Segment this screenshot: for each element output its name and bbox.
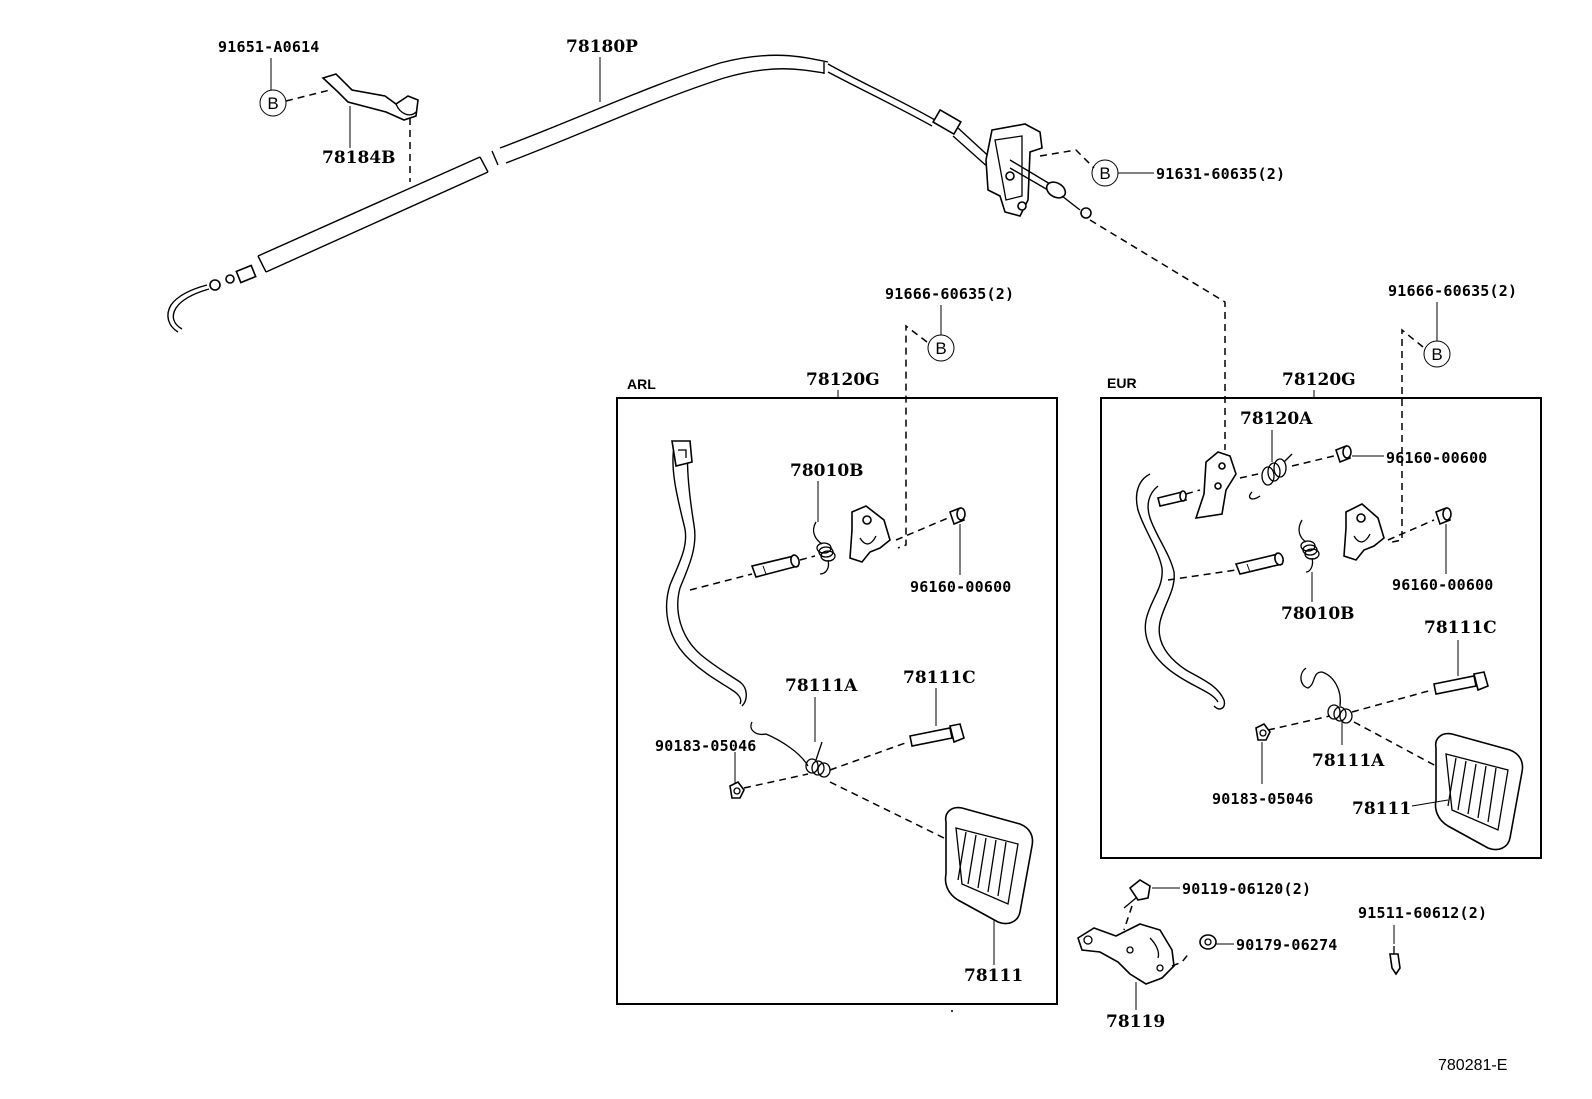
stray-dot [951,1010,953,1012]
label-91511: 91511-60612(2) [1358,904,1487,922]
label-91666-right: 91666-60635(2) [1388,282,1517,300]
pedal-pad-arl [944,806,1034,925]
label-90119: 90119-06120(2) [1182,880,1311,898]
nut-90179 [1199,934,1217,950]
label-78180P: 78180P [566,37,638,57]
label-96160-right-top: 96160-00600 [1386,449,1488,467]
label-96160-left: 96160-00600 [910,578,1012,596]
return-spring-arl [812,521,836,575]
ref-b3-dashline [897,324,928,549]
bushing-eur-top [1335,444,1352,464]
ref-marker-b-4: B [1423,340,1451,368]
bushing-eur [1435,506,1452,526]
bolt-90119 [1123,879,1151,909]
label-91666-left: 91666-60635(2) [885,285,1014,303]
pedal-arm-eur [1135,473,1226,710]
svg-text:B: B [1431,345,1442,364]
ref-marker-b-2: B [1091,159,1119,187]
firewall-bracket [985,123,1092,219]
nut-arl [729,780,745,799]
label-90183-left: 90183-05046 [655,737,757,755]
pedal-bolt-arl [909,723,965,747]
bushing-arl [949,506,966,526]
label-78111-right: 78111 [1352,799,1411,819]
nut-eur [1255,722,1271,741]
label-78111C-right: 78111C [1424,618,1497,638]
label-78111A-left: 78111A [785,676,858,696]
pedal-bracket-eur [1343,503,1385,561]
label-78119: 78119 [1106,1012,1165,1032]
pedal-mount-bracket [1077,923,1175,985]
label-78111-left: 78111 [964,966,1023,986]
pedal-spring-eur [1300,667,1353,724]
clip-91511 [1389,946,1401,976]
figure-id: 780281-E [1438,1057,1507,1074]
return-spring-eur [1298,519,1320,573]
label-90183-right: 90183-05046 [1212,790,1314,808]
label-78120G-left: 78120G [806,370,880,390]
group-label-arl: ARL [627,376,656,392]
pedal-arm-arl [665,440,747,707]
svg-text:B: B [1099,164,1110,183]
group-box-eur [1100,397,1542,859]
pedal-bolt-eur [1433,671,1489,695]
lever-78120A [1194,451,1237,519]
label-90179: 90179-06274 [1236,936,1338,954]
pedal-spring-arl [750,721,831,778]
label-78010B-left: 78010B [790,461,864,481]
label-78010B-right: 78010B [1281,604,1355,624]
ref-marker-b-3: B [927,334,955,362]
pedal-pad-eur [1434,732,1524,851]
pivot-pin-eur [1234,552,1284,575]
label-96160-right: 96160-00600 [1392,576,1494,594]
pedal-bracket-arl [849,505,891,563]
svg-text:B: B [935,339,946,358]
label-78111C-left: 78111C [903,668,976,688]
label-78120A: 78120A [1240,409,1313,429]
cable-to-eur-dashline [1089,219,1226,450]
label-78120G-right: 78120G [1282,370,1356,390]
cable-clip-bracket [321,73,419,121]
group-box-arl [616,397,1058,1005]
group-label-eur: EUR [1107,375,1137,391]
ref-b4-dashline [1391,328,1424,543]
ref-b1-dashline [285,89,331,102]
accelerator-cable [167,54,996,333]
label-91651: 91651-A0614 [218,38,320,56]
ref-marker-b-1: B [259,89,287,117]
bracket-dashline [1039,149,1095,169]
label-78111A-right: 78111A [1312,751,1385,771]
label-91631: 91631-60635(2) [1156,165,1285,183]
svg-text:B: B [267,94,278,113]
label-78184B: 78184B [322,148,396,168]
spring-78120A [1248,453,1293,500]
pivot-pin-arl [750,554,800,578]
